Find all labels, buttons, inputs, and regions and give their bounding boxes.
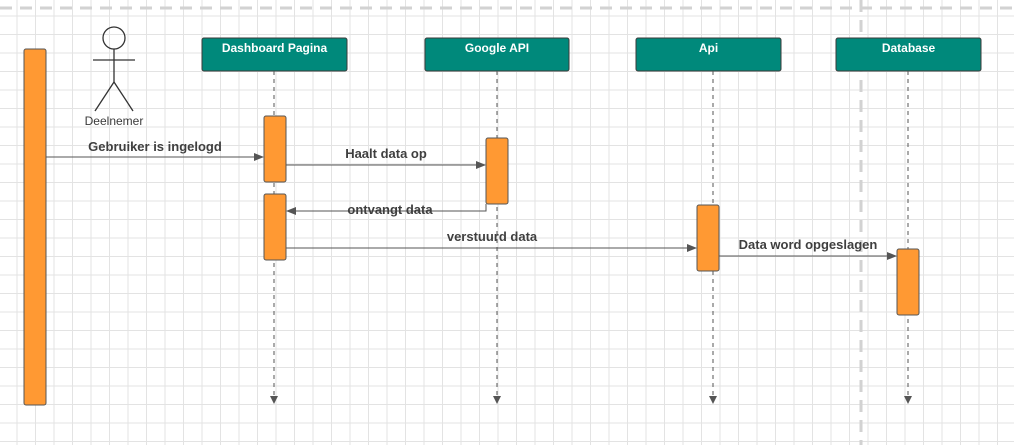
participant-database[interactable]: Database <box>835 37 982 72</box>
lifeline-end-arrow <box>709 396 717 404</box>
participant-api[interactable]: Api <box>635 37 782 72</box>
message-label: Data word opgeslagen <box>739 237 878 252</box>
actor-activation-bar[interactable] <box>23 48 47 406</box>
activation-api[interactable] <box>696 204 720 272</box>
message-data-word-opgeslagen[interactable]: Data word opgeslagen <box>719 237 897 260</box>
participant-label: Google API <box>465 41 529 55</box>
participant-label: Database <box>882 41 936 55</box>
message-label: Haalt data op <box>345 146 427 161</box>
message-gebruiker-is-ingelogd[interactable]: Gebruiker is ingelogd <box>46 139 264 161</box>
message-arrow <box>286 204 487 215</box>
message-haalt-data-op[interactable]: Haalt data op <box>286 146 486 169</box>
message-verstuurd-data[interactable]: verstuurd data <box>286 229 697 252</box>
actor-left-leg <box>94 81 115 112</box>
message-label: ontvangt data <box>347 202 433 217</box>
participant-box <box>635 37 782 72</box>
participant-label: Dashboard Pagina <box>222 41 328 55</box>
activation-dashboard-2[interactable] <box>263 193 287 261</box>
lifeline-end-arrow <box>904 396 912 404</box>
participant-google-api[interactable]: Google API <box>424 37 570 72</box>
message-label: verstuurd data <box>447 229 538 244</box>
activation-google-api[interactable] <box>485 137 509 205</box>
participant-dashboard[interactable]: Dashboard Pagina <box>201 37 348 72</box>
participant-label: Api <box>699 41 718 55</box>
activation-database[interactable] <box>896 248 920 316</box>
actor-figure[interactable] <box>93 26 135 112</box>
lifeline-end-arrow <box>493 396 501 404</box>
lifeline-end-arrow <box>270 396 278 404</box>
actor-head <box>102 26 126 50</box>
activation-dashboard-1[interactable] <box>263 115 287 183</box>
message-ontvangt-data[interactable]: ontvangt data <box>286 202 487 217</box>
message-label: Gebruiker is ingelogd <box>88 139 222 154</box>
actor-right-leg <box>113 81 134 112</box>
actor-label: Deelnemer <box>85 114 144 128</box>
